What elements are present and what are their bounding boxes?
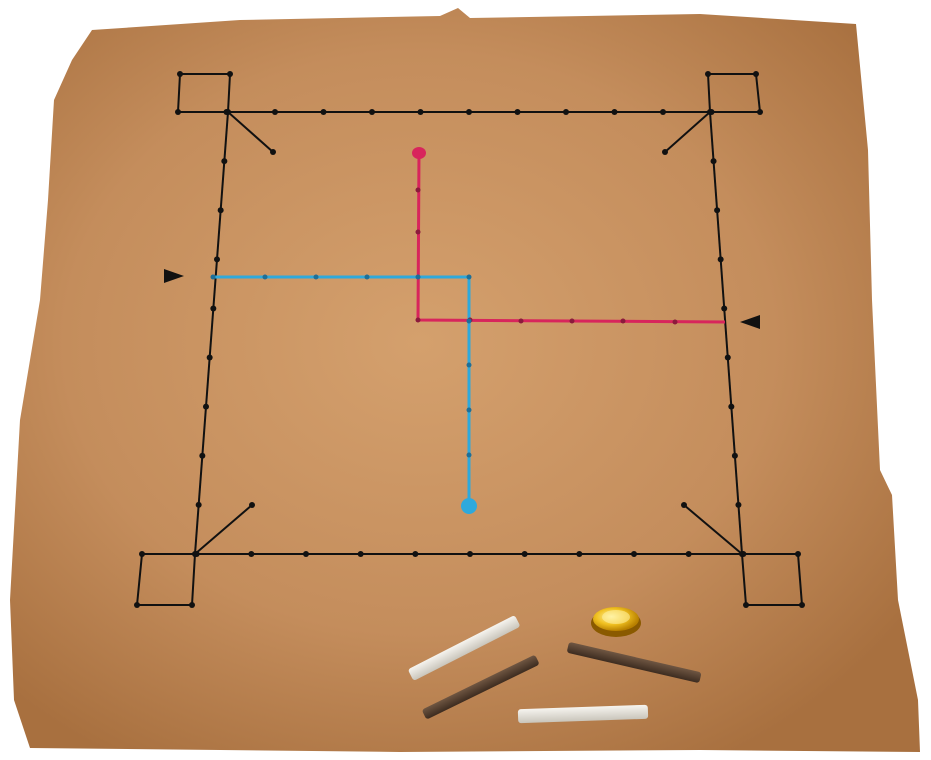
board-node[interactable] xyxy=(227,71,233,77)
board-node[interactable] xyxy=(522,551,528,557)
board-node[interactable] xyxy=(175,109,181,115)
board-node[interactable] xyxy=(612,109,618,115)
path-node[interactable] xyxy=(314,275,319,280)
board-node[interactable] xyxy=(799,602,805,608)
path-node[interactable] xyxy=(263,275,268,280)
path-node[interactable] xyxy=(416,318,421,323)
board-node[interactable] xyxy=(466,109,472,115)
board-node[interactable] xyxy=(631,551,637,557)
board-node[interactable] xyxy=(714,207,720,213)
board-node[interactable] xyxy=(248,551,254,557)
board-node[interactable] xyxy=(515,109,521,115)
path-node[interactable] xyxy=(519,319,524,324)
board-node[interactable] xyxy=(757,109,763,115)
board-node[interactable] xyxy=(576,551,582,557)
board-node[interactable] xyxy=(743,602,749,608)
board-node[interactable] xyxy=(418,109,424,115)
board-node[interactable] xyxy=(728,404,734,410)
board-node[interactable] xyxy=(705,71,711,77)
board-node[interactable] xyxy=(196,502,202,508)
board-node[interactable] xyxy=(207,355,213,361)
board-node[interactable] xyxy=(321,109,327,115)
board-node[interactable] xyxy=(303,551,309,557)
board-node[interactable] xyxy=(358,551,364,557)
path-node[interactable] xyxy=(365,275,370,280)
path-node[interactable] xyxy=(467,319,472,324)
board-node[interactable] xyxy=(270,149,276,155)
board-node[interactable] xyxy=(681,502,687,508)
path-node[interactable] xyxy=(416,230,421,235)
board-node[interactable] xyxy=(192,551,198,557)
board-node[interactable] xyxy=(189,602,195,608)
path-node[interactable] xyxy=(621,319,626,324)
gold-coin[interactable] xyxy=(591,607,641,637)
path-node[interactable] xyxy=(416,275,421,280)
board-node[interactable] xyxy=(662,149,668,155)
board-node[interactable] xyxy=(139,551,145,557)
board-node[interactable] xyxy=(225,109,231,115)
board-node[interactable] xyxy=(369,109,375,115)
board-node[interactable] xyxy=(218,207,224,213)
board-node[interactable] xyxy=(203,404,209,410)
board-node[interactable] xyxy=(249,502,255,508)
path-node[interactable] xyxy=(467,453,472,458)
board-node[interactable] xyxy=(725,355,731,361)
board-node[interactable] xyxy=(707,109,713,115)
board-node[interactable] xyxy=(721,305,727,311)
board-node[interactable] xyxy=(210,305,216,311)
board-node[interactable] xyxy=(467,551,473,557)
path-node[interactable] xyxy=(673,320,678,325)
board-node[interactable] xyxy=(199,453,205,459)
board-node[interactable] xyxy=(753,71,759,77)
board-node[interactable] xyxy=(686,551,692,557)
board-node[interactable] xyxy=(221,158,227,164)
board-node[interactable] xyxy=(732,453,738,459)
board-node[interactable] xyxy=(795,551,801,557)
path-node[interactable] xyxy=(211,275,216,280)
path-node[interactable] xyxy=(467,363,472,368)
board-node[interactable] xyxy=(739,551,745,557)
board-node[interactable] xyxy=(711,158,717,164)
board-node[interactable] xyxy=(134,602,140,608)
board-node[interactable] xyxy=(660,109,666,115)
red-start-token[interactable] xyxy=(412,147,426,159)
board-node[interactable] xyxy=(214,256,220,262)
board-node[interactable] xyxy=(735,502,741,508)
board-node[interactable] xyxy=(718,256,724,262)
path-node[interactable] xyxy=(467,408,472,413)
path-node[interactable] xyxy=(467,275,472,280)
path-node[interactable] xyxy=(416,188,421,193)
board-node[interactable] xyxy=(272,109,278,115)
board-node[interactable] xyxy=(563,109,569,115)
board-node[interactable] xyxy=(412,551,418,557)
path-node[interactable] xyxy=(570,319,575,324)
board-node[interactable] xyxy=(177,71,183,77)
blue-start-token[interactable] xyxy=(461,498,477,514)
